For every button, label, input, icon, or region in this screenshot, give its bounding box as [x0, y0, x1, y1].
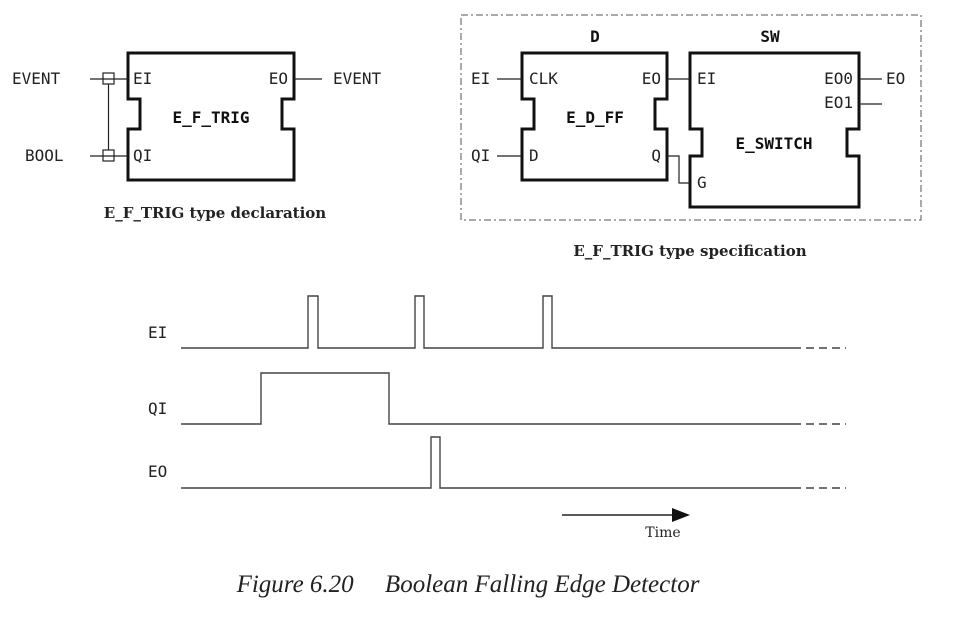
declaration-caption: E_F_TRIG type declaration	[104, 204, 326, 222]
timing-waveform-ei	[181, 295, 793, 349]
spec-external-output-eo: EO	[886, 69, 905, 88]
e-d-ff-block-outline	[520, 51, 669, 182]
decl-input-type-event: EVENT	[12, 69, 61, 88]
time-axis-label: Time	[645, 525, 680, 541]
declaration-diagram: E_F_TRIG EI QI EO EVENT BOOL EVENT E_F_T…	[12, 51, 382, 222]
d-input-clk: CLK	[529, 69, 558, 88]
d-input-d: D	[529, 146, 539, 165]
specification-diagram: D E_D_FF CLK D EO Q SW E_SWITCH EI G EO0…	[460, 14, 922, 260]
wire-d-q-to-sw-g	[667, 155, 690, 184]
sw-output-eo1: EO1	[824, 93, 853, 112]
e-switch-block-outline	[688, 51, 861, 209]
timing-label-qi: QI	[148, 399, 167, 418]
decl-output-type-event: EVENT	[333, 69, 382, 88]
e-switch-type-name: E_SWITCH	[735, 134, 812, 153]
e-f-trig-block-name: E_F_TRIG	[172, 108, 249, 127]
e-f-trig-block-outline	[126, 51, 296, 182]
sw-input-ei: EI	[697, 69, 716, 88]
decl-input-qi: QI	[133, 146, 152, 165]
timing-label-ei: EI	[148, 323, 167, 342]
timing-waveform-eo	[181, 436, 793, 489]
sw-output-eo0: EO0	[824, 69, 853, 88]
figure-caption: Figure 6.20 Boolean Falling Edge Detecto…	[236, 571, 700, 598]
specification-boundary	[460, 14, 922, 221]
timing-label-eo: EO	[148, 462, 167, 481]
decl-output-eo: EO	[269, 69, 288, 88]
spec-external-input-ei: EI	[471, 69, 490, 88]
specification-caption: E_F_TRIG type specification	[573, 242, 806, 260]
timing-diagram: EI QI EO Time	[148, 295, 846, 541]
e-d-ff-type-name: E_D_FF	[566, 108, 624, 127]
decl-input-type-bool: BOOL	[25, 146, 64, 165]
d-output-eo: EO	[642, 69, 661, 88]
d-instance-name: D	[590, 27, 600, 46]
decl-input-ei: EI	[133, 69, 152, 88]
timing-waveform-qi	[181, 372, 793, 425]
sw-instance-name: SW	[760, 27, 780, 46]
d-output-q: Q	[651, 146, 661, 165]
spec-external-input-qi: QI	[471, 146, 490, 165]
sw-input-g: G	[697, 173, 707, 192]
time-arrow-head	[672, 508, 690, 522]
